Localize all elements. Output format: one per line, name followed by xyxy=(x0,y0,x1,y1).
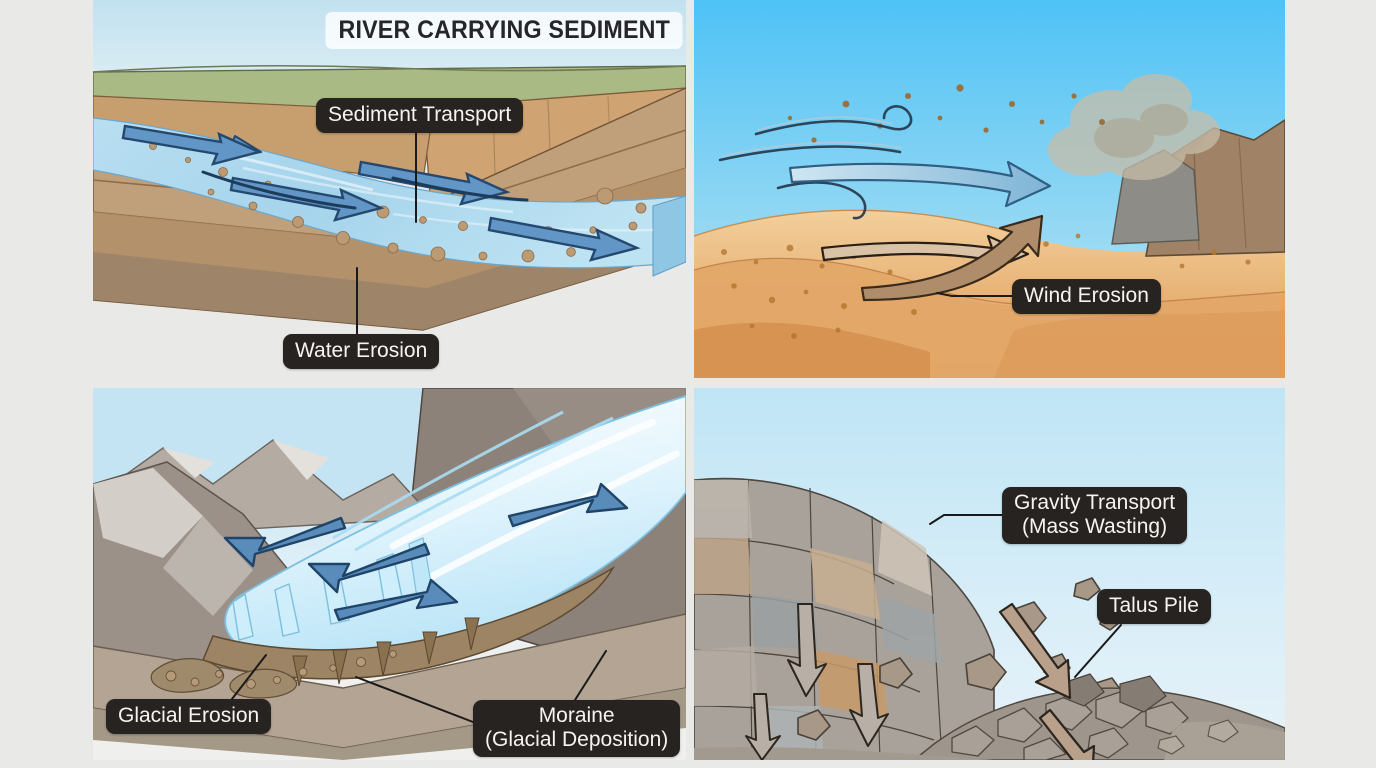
panel-river: RIVER CARRYING SEDIMENT xyxy=(93,0,686,378)
label-moraine: Moraine (Glacial Deposition) xyxy=(473,700,681,757)
wind-illustration xyxy=(694,74,1285,378)
label-gravity-line2: (Mass Wasting) xyxy=(1021,514,1168,538)
panel-title-river: RIVER CARRYING SEDIMENT xyxy=(325,12,684,50)
label-moraine-line2: (Glacial Deposition) xyxy=(485,727,669,751)
panel-wind: WIND BLOWING SAND xyxy=(694,0,1285,378)
label-glacial-erosion: Glacial Erosion xyxy=(106,699,272,734)
river-illustration xyxy=(93,0,686,331)
rockfall-illustration xyxy=(694,477,1285,760)
label-water-erosion: Water Erosion xyxy=(283,334,440,369)
label-gravity-transport: Gravity Transport (Mass Wasting) xyxy=(1002,487,1188,544)
panel-rockfall: ROCKS FALLING DOWN A SLOPE xyxy=(694,388,1285,760)
label-wind-erosion: Wind Erosion xyxy=(1012,279,1161,314)
label-moraine-line1: Moraine xyxy=(538,704,615,727)
label-sediment-transport: Sediment Transport xyxy=(316,98,524,133)
label-gravity-line1: Gravity Transport xyxy=(1014,491,1176,514)
label-talus-pile: Talus Pile xyxy=(1097,589,1211,624)
